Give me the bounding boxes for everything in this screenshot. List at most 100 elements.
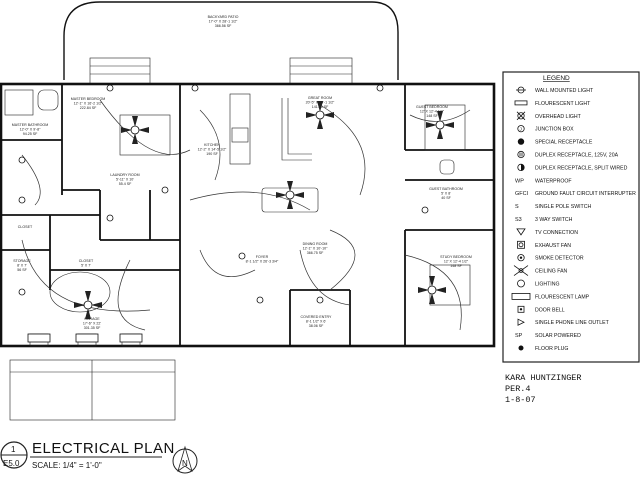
room-name: STORAGE <box>13 259 31 263</box>
legend-label: 3 WAY SWITCH <box>535 217 573 223</box>
legend-item: FLOURESCENT LAMP <box>511 292 590 300</box>
author-block: KARA HUNTZINGER PER.4 1-8-07 <box>505 373 582 405</box>
room-area: 148 SF <box>426 114 438 118</box>
legend-symbol: SP <box>515 333 523 339</box>
legend-item: J JUNCTION BOX <box>517 125 574 133</box>
patio-outline <box>63 1 399 80</box>
room-size: 5' X 8' <box>441 192 451 196</box>
room-name: MASTER BATHROOM <box>12 123 48 127</box>
fluorescent-lamp-icon <box>511 292 531 300</box>
room-area: 40 SF <box>441 196 451 200</box>
room-name: CLOSET <box>18 225 33 229</box>
legend-label: SINGLE PHONE LINE OUTLET <box>535 320 610 326</box>
room-size: 8' X 7' <box>17 264 27 268</box>
phone-outlet-icon <box>517 318 525 326</box>
ceiling-fan-fixtures <box>74 101 454 319</box>
room-name: FOYER <box>256 255 269 259</box>
room-label: CLOSET <box>18 225 33 229</box>
legend-item: FLOURESCENT LIGHT <box>514 100 591 107</box>
room-name: GREAT ROOM <box>308 96 332 100</box>
legend-label: SMOKE DETECTOR <box>535 256 584 262</box>
lighting-icon <box>517 279 525 288</box>
legend-label: WALL MOUNTED LIGHT <box>535 88 594 94</box>
room-name: DINING ROOM <box>303 242 328 246</box>
room-name: BACKYARD PATIO <box>208 15 239 19</box>
room-area: 222.84 SF <box>80 106 97 110</box>
legend-item: TV CONNECTION <box>516 228 578 236</box>
legend-item: DUPLEX RECEPTACLE, SPLIT WIRED <box>517 163 628 171</box>
legend-label: SINGLE POLE SWITCH <box>535 204 591 210</box>
legend-item: LIGHTING <box>517 279 560 288</box>
legend-item: CEILING FAN <box>513 265 568 276</box>
legend-label: DUPLEX RECEPTACLE, SPLIT WIRED <box>535 165 628 171</box>
room-name: GARAGE <box>84 317 100 321</box>
room-area: 366.56 SF <box>215 24 232 28</box>
svg-text:J: J <box>520 127 522 132</box>
legend-item: SPECIAL RECEPTACLE <box>517 138 593 146</box>
ceiling-fan-icon <box>513 265 529 276</box>
room-size: 12'-1" X 16'-2 1/2" <box>74 102 103 106</box>
svg-text:N: N <box>182 459 188 468</box>
plan-title: ELECTRICAL PLAN <box>32 440 175 457</box>
legend-label: SPECIAL RECEPTACLE <box>535 140 593 146</box>
floor-plug-icon <box>518 345 524 351</box>
light-fixtures <box>18 84 429 343</box>
legend-item: SINGLE PHONE LINE OUTLET <box>517 318 610 326</box>
door-bell-icon <box>517 305 525 313</box>
legend-label: FLOOR PLUG <box>535 346 568 352</box>
legend-item: WALL MOUNTED LIGHT <box>516 86 594 94</box>
wall-mounted-light-icon <box>516 86 526 94</box>
patio-door-right <box>289 57 353 85</box>
room-size: 5'-11" X 10' <box>116 178 134 182</box>
legend-label: CEILING FAN <box>535 269 568 275</box>
junction-box-icon: J <box>517 125 525 133</box>
room-name: GUEST BEDROOM <box>416 105 448 109</box>
room-size: 8'-1 1/2" X 6' <box>306 320 327 324</box>
interior-walls <box>1 84 494 346</box>
room-area: 38.06 SF <box>309 324 324 328</box>
legend-symbol: S3 <box>515 217 522 223</box>
legend-label: JUNCTION BOX <box>535 127 574 133</box>
legend-label: OVERHEAD LIGHT <box>535 114 582 120</box>
room-name: COVERED ENTRY <box>301 315 332 319</box>
legend-label: DUPLEX RECEPTACLE, 125V, 20A <box>535 153 619 159</box>
legend-item: DOOR BELL <box>517 305 565 313</box>
exhaust-fan-icon <box>517 240 525 249</box>
title-block: 1 E5.0 ELECTRICAL PLAN SCALE: 1/4" = 1'-… <box>0 440 198 474</box>
plan-scale: SCALE: 1/4" = 1'-0" <box>32 461 102 470</box>
single-pole-switch-icon: S <box>515 204 519 210</box>
author-date: 1-8-07 <box>505 395 536 405</box>
tv-connection-icon <box>516 228 526 236</box>
legend-item: S3 3 WAY SWITCH <box>515 217 573 223</box>
solar-powered-icon: SP <box>515 333 523 339</box>
room-name: MASTER BEDROOM <box>71 97 106 101</box>
legend-title: LEGEND <box>543 75 570 82</box>
room-area: 141.40 SF <box>312 105 329 109</box>
legend-item: OVERHEAD LIGHT <box>516 111 582 121</box>
room-size: 17'-6" X 22' <box>83 322 102 326</box>
special-receptacle-icon <box>517 138 525 145</box>
sheet-number: E5.0 <box>3 459 20 468</box>
room-size: 5' X 7' <box>81 264 91 268</box>
room-name: LAUNDRY ROOM <box>110 173 139 177</box>
legend-symbol: S <box>515 204 519 210</box>
legend-label: FLOURESCENT LAMP <box>535 294 590 300</box>
legend: LEGEND WALL MOUNTED LIGHT FLOURESCENT LIG… <box>502 71 640 363</box>
